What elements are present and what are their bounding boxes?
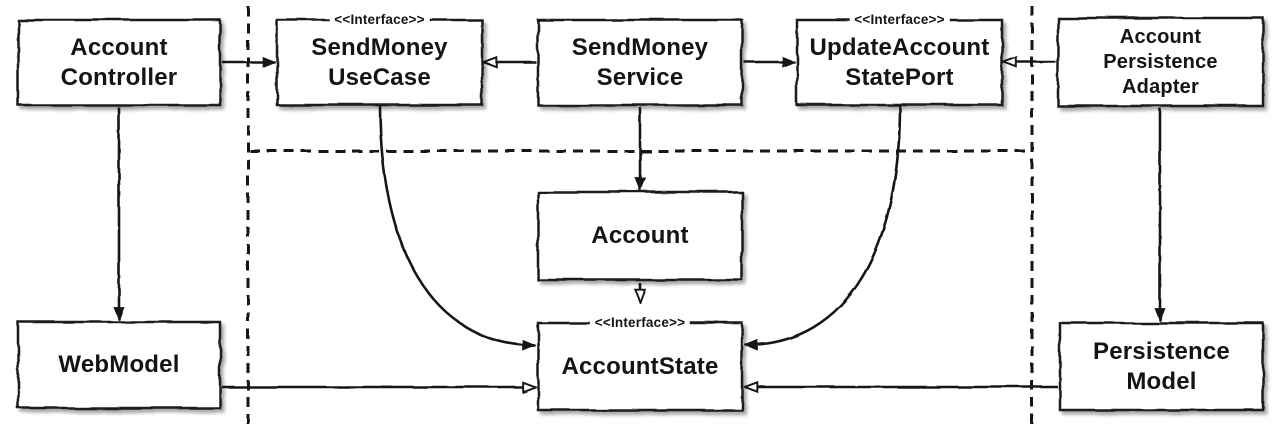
box-rect-persistence-model [1058,321,1265,412]
box-rect-updateaccount-stateport [795,18,1004,107]
box-rect-account [536,190,744,282]
box-rect-accountstate [536,321,744,412]
box-rect-webmodel [16,320,222,410]
edge-updateaccountstateport-to-accountstate [743,105,902,351]
edge-sendmoneyusecase-to-accountstate [378,105,537,351]
box-rect-account-persistence-adapter [1056,16,1265,108]
box-rect-sendmoney-service [536,18,744,107]
box-rect-sendmoney-usecase [275,18,484,107]
box-rect-account-controller [16,18,222,107]
